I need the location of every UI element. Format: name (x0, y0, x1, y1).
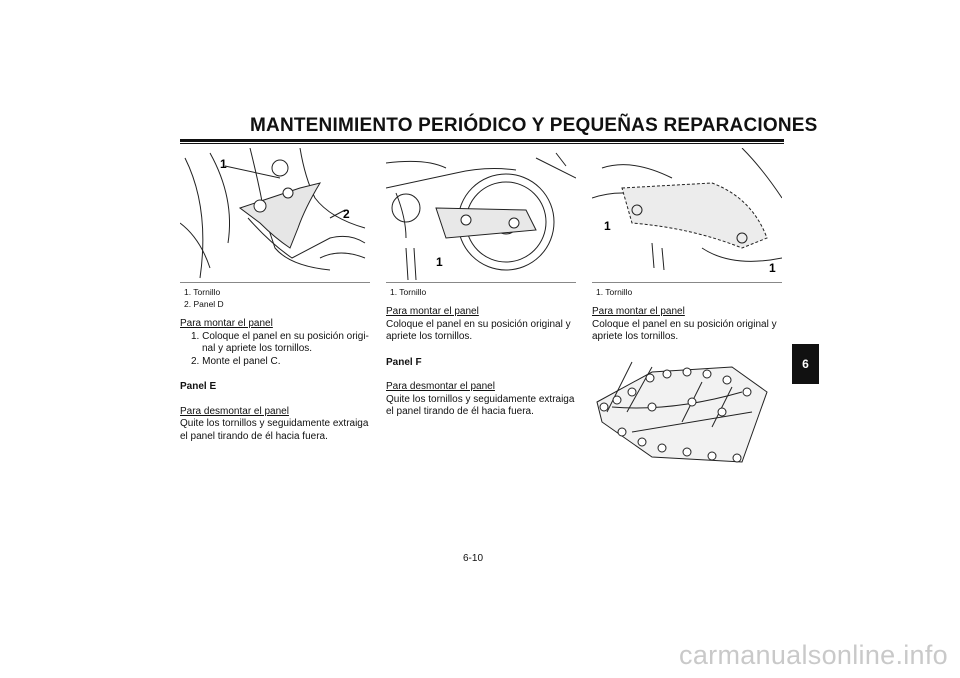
subheading: Para montar el panel (180, 318, 273, 329)
column-2: Para montar el panel Coloque el panel en… (386, 306, 578, 419)
title-rule (180, 139, 784, 142)
column-3: Para montar el panel Coloque el panel en… (592, 306, 784, 344)
paragraph: Coloque el panel en su posición original… (592, 318, 777, 343)
figure-panel-d: 1 2 (180, 148, 370, 280)
paragraph: Quite los tornillos y seguidamente extra… (386, 393, 575, 418)
figure-screw-layout (592, 352, 782, 470)
caption-line: 1. Tornillo (596, 287, 633, 297)
callout-1: 1 (436, 255, 443, 269)
figure-panel-e: 1 (386, 148, 576, 280)
subheading: Para montar el panel (386, 306, 479, 317)
caption-rule (180, 282, 370, 283)
caption-line: 1. Tornillo (184, 287, 221, 297)
callout-1: 1 (220, 157, 227, 171)
page-title: MANTENIMIENTO PERIÓDICO Y PEQUEÑAS REPAR… (250, 115, 818, 136)
callout-1: 1 (604, 219, 611, 233)
paragraph: Coloque el panel en su posición original… (386, 318, 571, 343)
figure-caption: 1. Tornillo (390, 286, 426, 298)
caption-rule (386, 282, 576, 283)
section-heading: Panel F (386, 356, 422, 368)
title-rule-thin (180, 143, 784, 144)
paragraph: Quite los tornillos y seguidamente extra… (180, 418, 369, 442)
callout-2: 2 (343, 207, 350, 221)
figure-panel-f: 1 1 (592, 148, 782, 280)
page-number: 6-10 (463, 553, 484, 564)
subheading: Para desmontar el panel (180, 405, 289, 417)
watermark: carmanualsonline.info (679, 640, 948, 670)
subheading: Para desmontar el panel (386, 381, 495, 392)
step-2: 2. Monte el panel C. (191, 355, 281, 367)
figure-caption: 1. Tornillo (596, 286, 632, 298)
caption-line: 2. Panel D (184, 299, 224, 309)
section-heading: Panel E (180, 381, 217, 392)
subheading: Para montar el panel (592, 306, 685, 317)
column-1: Para montar el panel 1. Coloque el panel… (180, 318, 372, 443)
caption-rule (592, 282, 782, 283)
callout-1: 1 (769, 261, 776, 275)
chapter-tab: 6 (792, 344, 819, 384)
caption-line: 1. Tornillo (390, 287, 427, 297)
step-1: 1. Coloque el panel en su posición origi… (191, 330, 369, 355)
figure-caption: 1. Tornillo 2. Panel D (184, 286, 224, 310)
